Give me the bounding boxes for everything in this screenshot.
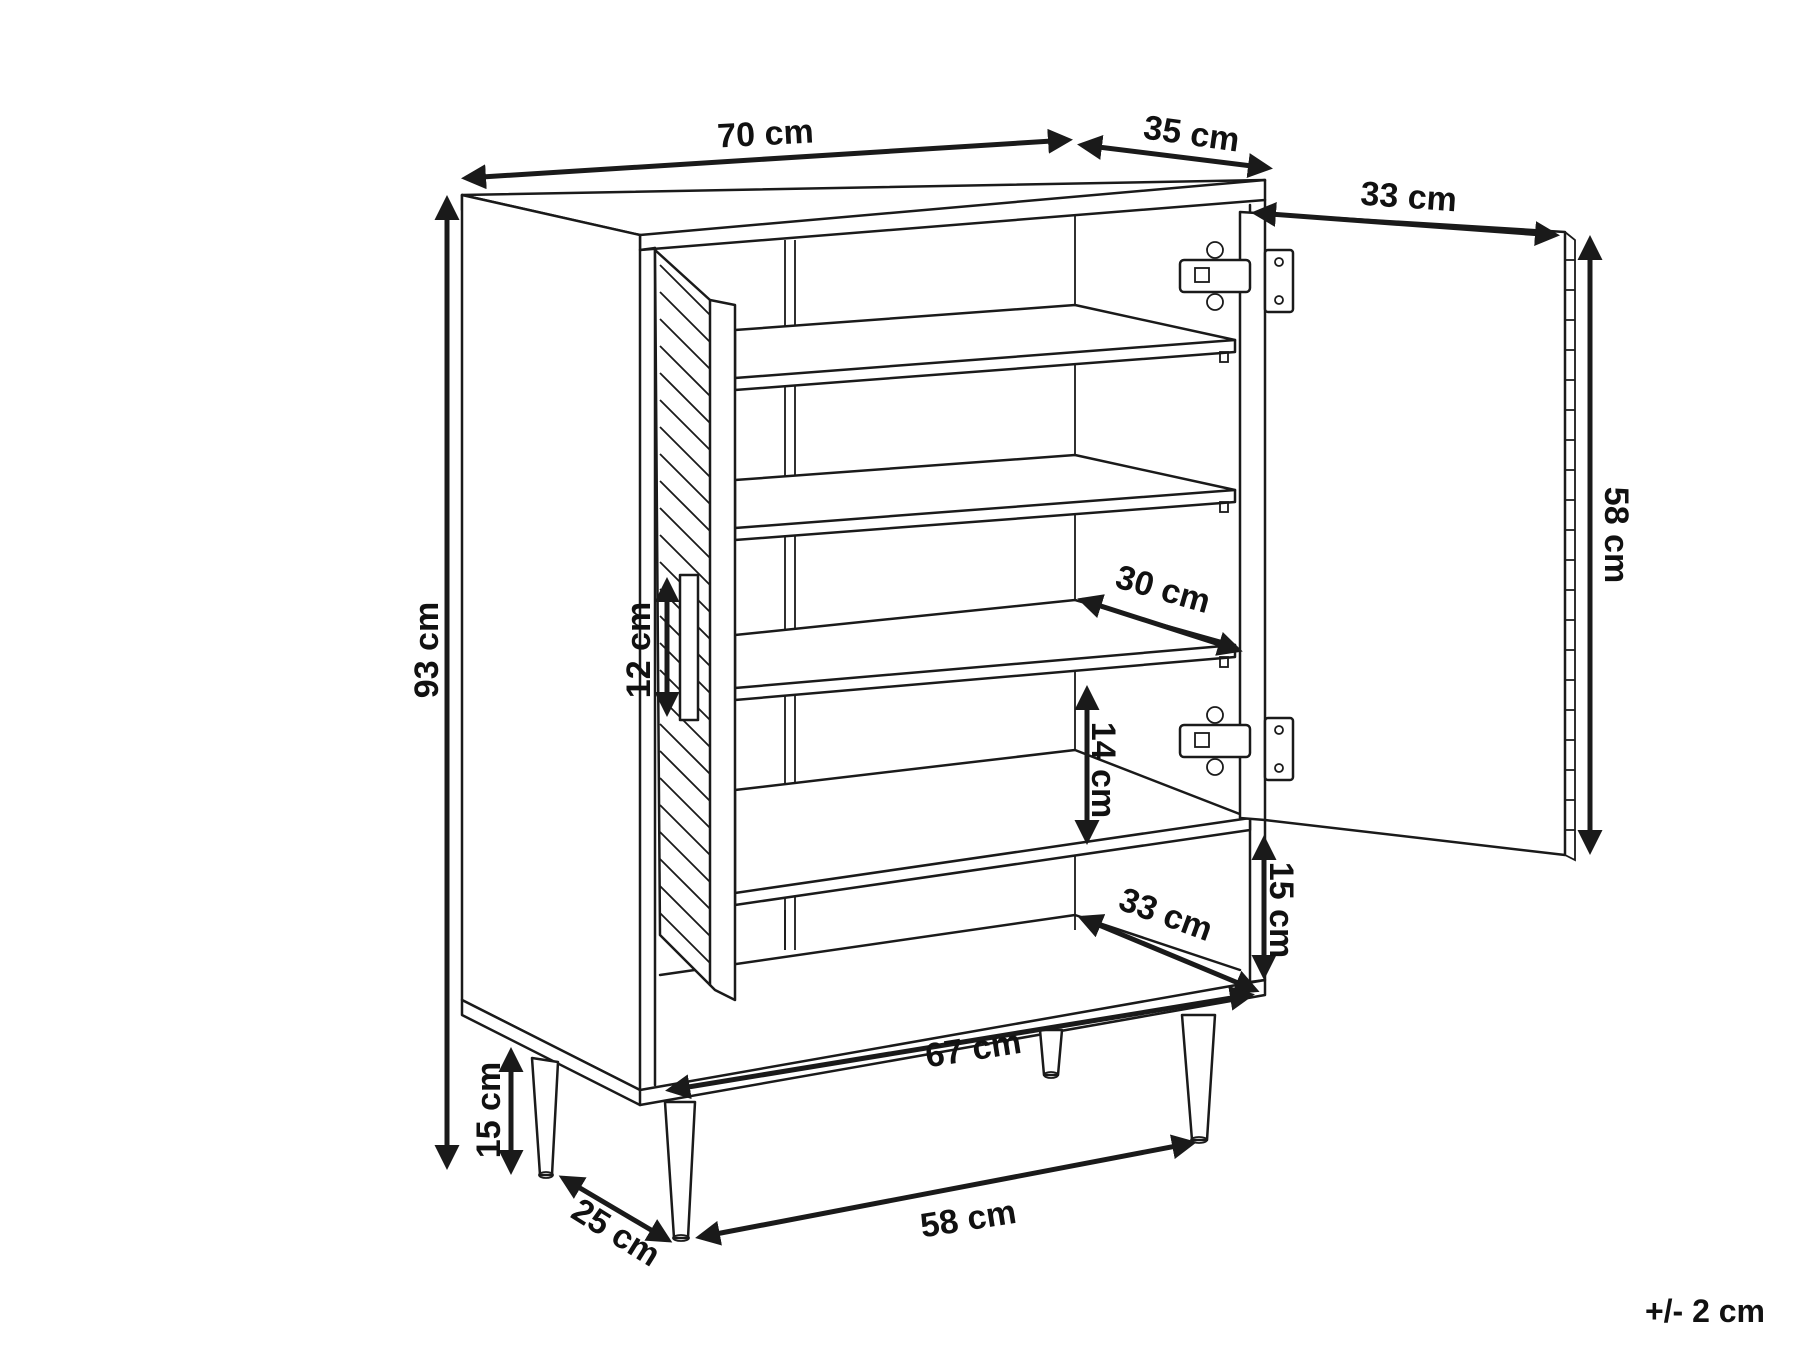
- dimension-arrows: [434, 128, 1603, 1246]
- label-leg-depth-spacing: 25 cm: [565, 1191, 667, 1274]
- shelves: [658, 303, 1252, 977]
- label-shelf-depth: 30 cm: [1111, 558, 1214, 621]
- label-door-width: 33 cm: [1359, 175, 1458, 220]
- label-door-height: 58 cm: [1597, 487, 1635, 583]
- label-leg-height: 15 cm: [470, 1062, 508, 1158]
- label-total-height: 93 cm: [408, 602, 446, 698]
- hinge-bottom-icon: [1178, 706, 1295, 782]
- label-leg-width-spacing: 58 cm: [918, 1193, 1019, 1246]
- label-bottom-compartment: 15 cm: [1262, 862, 1300, 958]
- door-handle-icon: [678, 573, 700, 722]
- tolerance-note: +/- 2 cm: [1645, 1293, 1765, 1329]
- hinge-top-icon: [1178, 241, 1295, 314]
- label-shelf-spacing: 14 cm: [1084, 722, 1122, 818]
- left-slatted-door: [653, 248, 737, 1002]
- label-width-top: 70 cm: [716, 113, 814, 156]
- label-inner-width: 67 cm: [923, 1023, 1024, 1076]
- label-handle-length: 12 cm: [620, 602, 658, 698]
